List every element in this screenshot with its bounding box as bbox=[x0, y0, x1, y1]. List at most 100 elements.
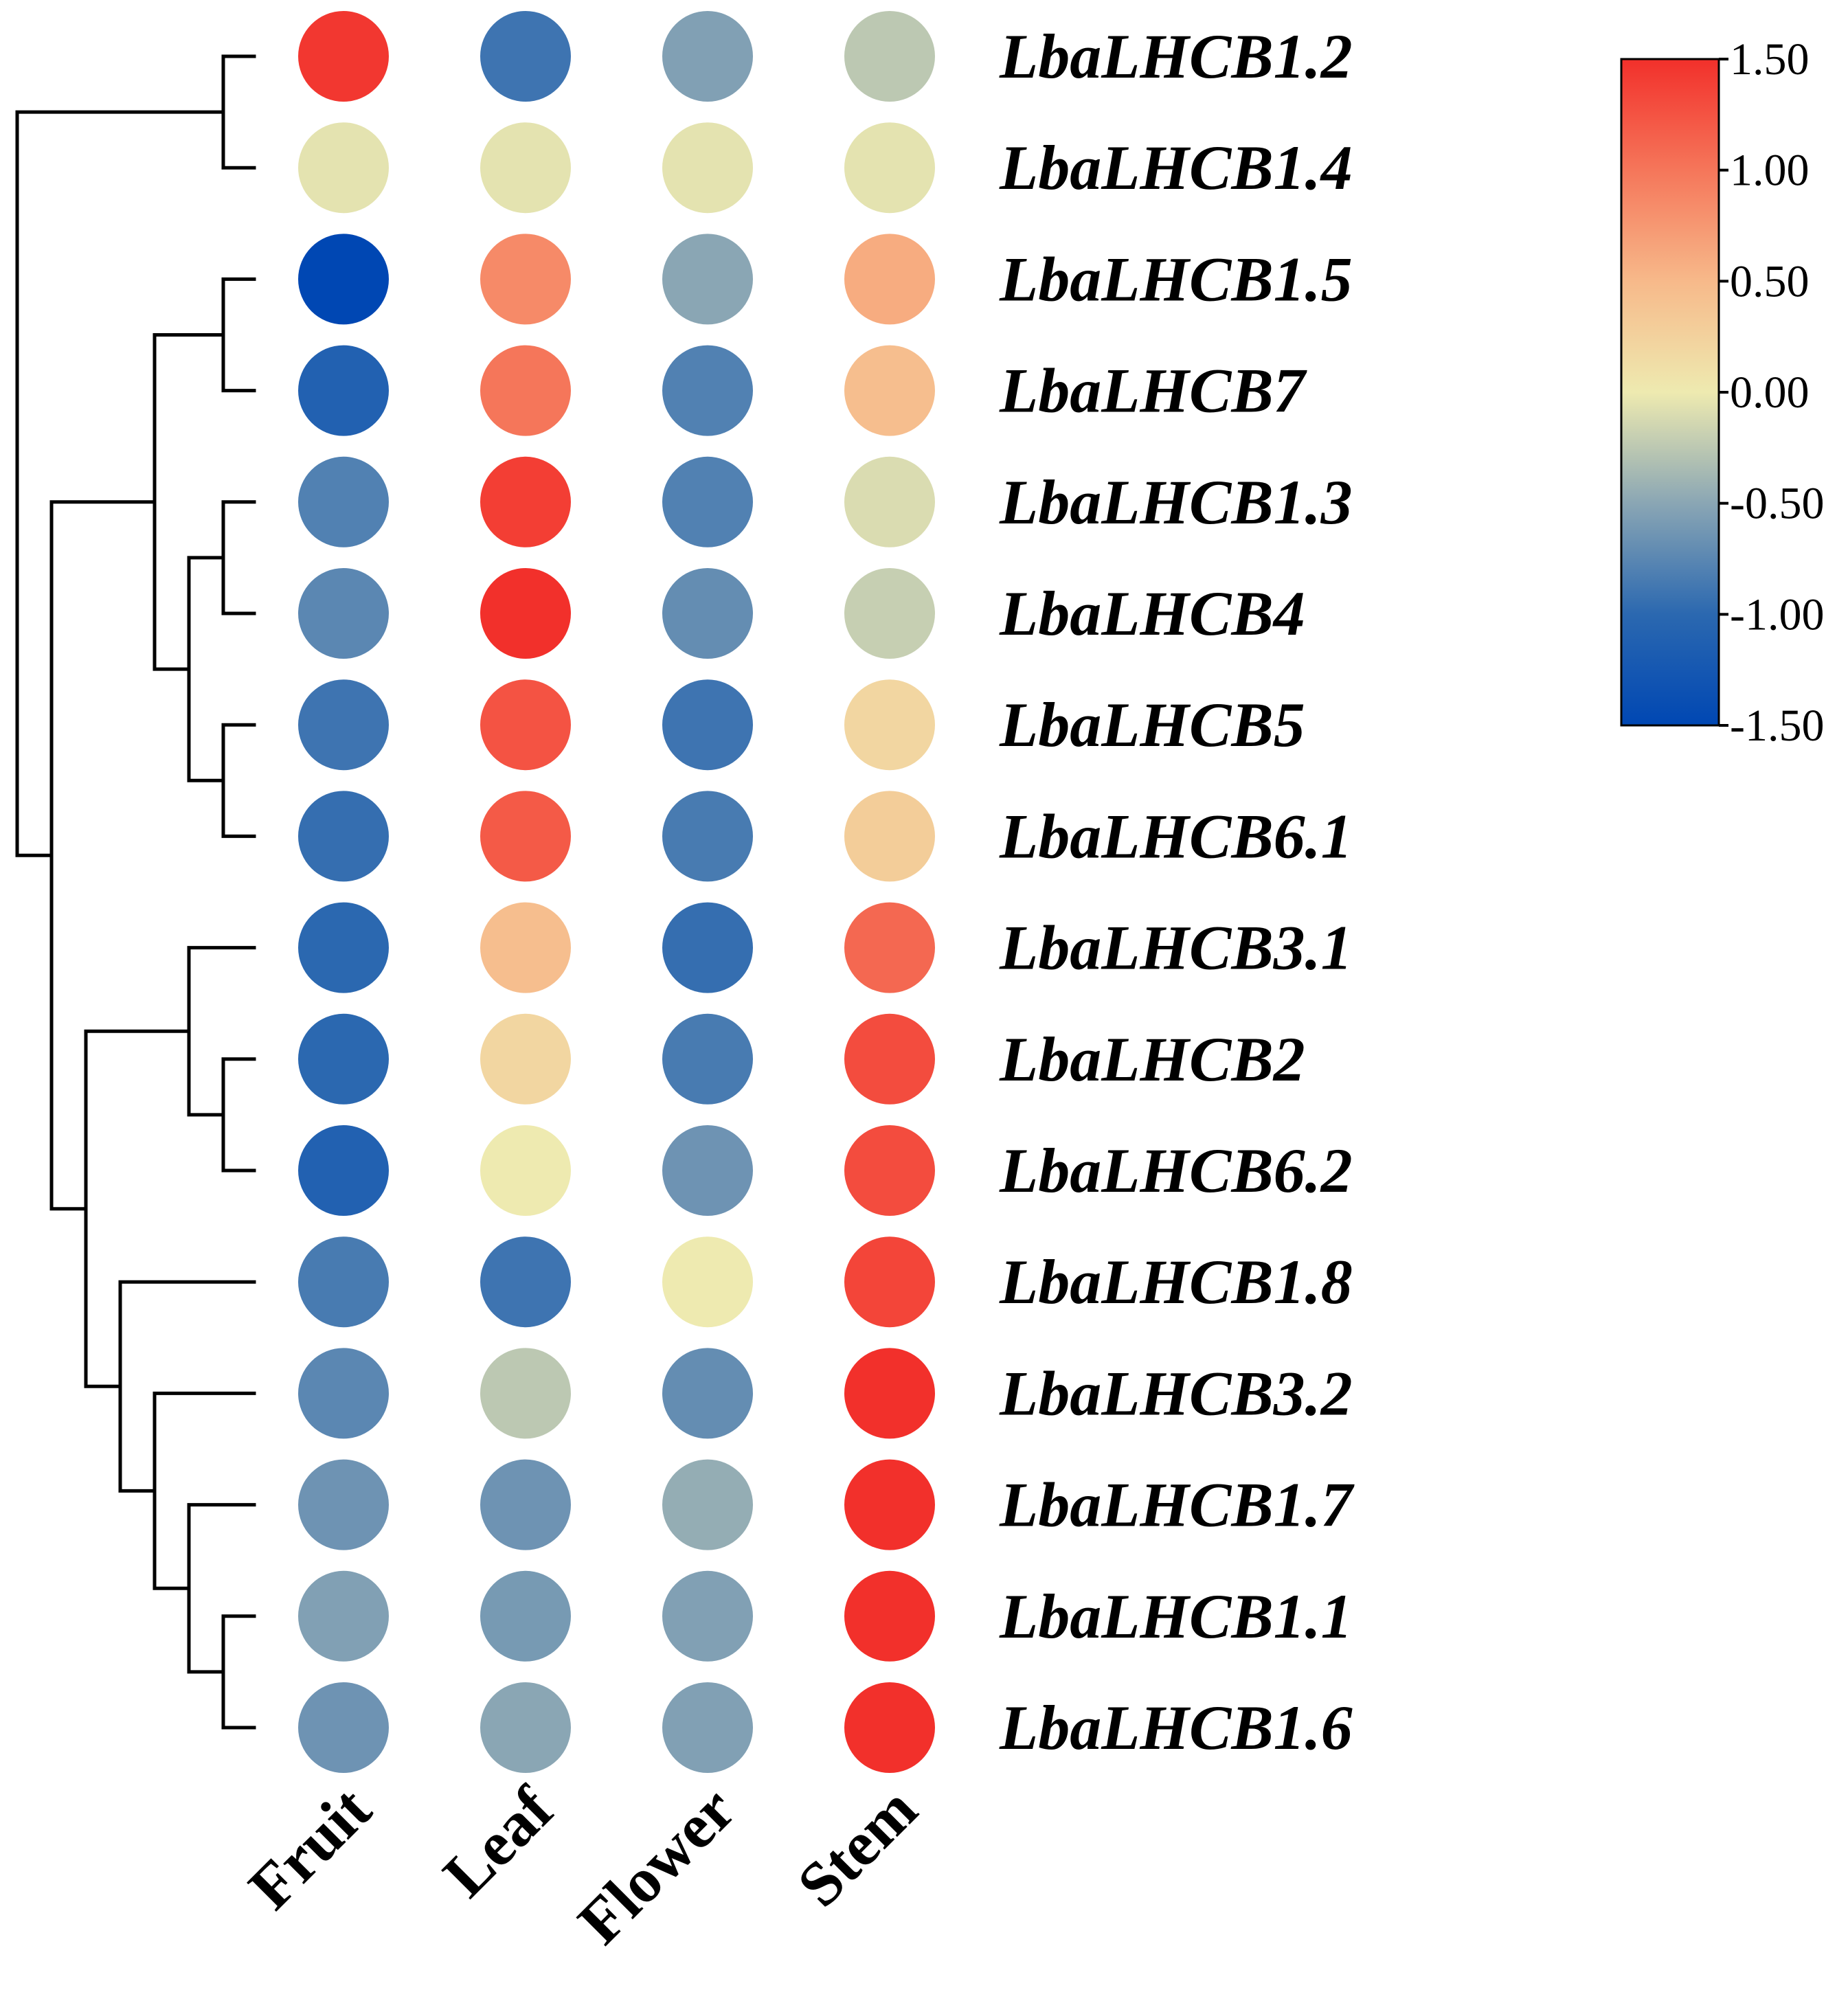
dendrogram-branch bbox=[15, 110, 225, 857]
heatmap-cell-LbaLHCB1.7-Flower bbox=[662, 1459, 753, 1550]
heatmap-cell-LbaLHCB6.2-Stem bbox=[844, 1125, 935, 1216]
heatmap-cell-LbaLHCB5-Stem bbox=[844, 679, 935, 771]
row-label: LbaLHCB1.2 bbox=[999, 21, 1353, 91]
row-label: LbaLHCB4 bbox=[999, 578, 1305, 648]
color-scale-bar bbox=[1620, 58, 1720, 727]
column-label: Leaf bbox=[430, 1773, 567, 1910]
dendrogram bbox=[15, 54, 256, 1730]
dendrogram-branch bbox=[118, 1280, 256, 1493]
heatmap-cells bbox=[298, 11, 935, 1773]
row-label: LbaLHCB5 bbox=[999, 690, 1305, 760]
heatmap-cell-LbaLHCB6.2-Flower bbox=[662, 1125, 753, 1216]
heatmap-cell-LbaLHCB2-Stem bbox=[844, 1013, 935, 1105]
heatmap-cell-LbaLHCB3.2-Stem bbox=[844, 1348, 935, 1439]
heatmap-cell-LbaLHCB2-Leaf bbox=[480, 1013, 571, 1105]
color-scale-tick-label: 1.00 bbox=[1730, 146, 1810, 196]
row-label: LbaLHCB1.8 bbox=[999, 1247, 1353, 1317]
heatmap-cell-LbaLHCB1.6-Leaf bbox=[480, 1682, 571, 1773]
heatmap-cell-LbaLHCB1.6-Stem bbox=[844, 1682, 935, 1773]
row-label: LbaLHCB1.5 bbox=[999, 244, 1353, 314]
heatmap-cell-LbaLHCB6.1-Flower bbox=[662, 791, 753, 882]
heatmap-cell-LbaLHCB1.1-Fruit bbox=[298, 1570, 389, 1662]
heatmap-cell-LbaLHCB3.1-Fruit bbox=[298, 902, 389, 993]
color-scale-tick-label: -1.00 bbox=[1730, 589, 1824, 640]
row-label: LbaLHCB1.3 bbox=[999, 467, 1353, 537]
row-label: LbaLHCB1.6 bbox=[999, 1693, 1353, 1763]
row-labels: LbaLHCB1.2LbaLHCB1.4LbaLHCB1.5LbaLHCB7Lb… bbox=[999, 21, 1355, 1763]
heatmap-cell-LbaLHCB3.2-Flower bbox=[662, 1348, 753, 1439]
heatmap-cell-LbaLHCB1.6-Fruit bbox=[298, 1682, 389, 1773]
dendrogram-branch bbox=[153, 1391, 256, 1590]
heatmap-cell-LbaLHCB1.5-Flower bbox=[662, 234, 753, 325]
heatmap-cell-LbaLHCB2-Flower bbox=[662, 1013, 753, 1105]
heatmap-cell-LbaLHCB1.8-Fruit bbox=[298, 1236, 389, 1328]
heatmap-cell-LbaLHCB1.2-Fruit bbox=[298, 11, 389, 102]
heatmap-cell-LbaLHCB6.1-Stem bbox=[844, 791, 935, 882]
column-label: Fruit bbox=[235, 1774, 384, 1923]
heatmap-cell-LbaLHCB1.5-Leaf bbox=[480, 234, 571, 325]
dendrogram-branch bbox=[49, 500, 157, 1211]
heatmap-cell-LbaLHCB1.1-Leaf bbox=[480, 1570, 571, 1662]
heatmap-cell-LbaLHCB1.1-Stem bbox=[844, 1570, 935, 1662]
row-label: LbaLHCB6.1 bbox=[999, 801, 1353, 871]
row-label: LbaLHCB7 bbox=[999, 356, 1308, 426]
heatmap-cell-LbaLHCB1.4-Fruit bbox=[298, 122, 389, 214]
heatmap-cell-LbaLHCB3.2-Leaf bbox=[480, 1348, 571, 1439]
heatmap-cell-LbaLHCB1.7-Leaf bbox=[480, 1459, 571, 1550]
heatmap-cell-LbaLHCB4-Flower bbox=[662, 568, 753, 659]
column-label: Flower bbox=[565, 1774, 748, 1957]
color-scale-tick-label: 0.50 bbox=[1730, 256, 1810, 306]
dendrogram-branch bbox=[221, 1057, 256, 1173]
column-label: Stem bbox=[784, 1774, 930, 1920]
heatmap-cell-LbaLHCB1.4-Stem bbox=[844, 122, 935, 214]
heatmap-cell-LbaLHCB1.8-Stem bbox=[844, 1236, 935, 1328]
heatmap-cell-LbaLHCB1.5-Stem bbox=[844, 234, 935, 325]
heatmap-cell-LbaLHCB5-Flower bbox=[662, 679, 753, 771]
row-label: LbaLHCB3.1 bbox=[999, 913, 1353, 983]
row-label: LbaLHCB2 bbox=[999, 1024, 1305, 1094]
heatmap-cell-LbaLHCB4-Fruit bbox=[298, 568, 389, 659]
heatmap-cell-LbaLHCB3.1-Flower bbox=[662, 902, 753, 993]
heatmap-cell-LbaLHCB1.7-Fruit bbox=[298, 1459, 389, 1550]
heatmap-cell-LbaLHCB7-Stem bbox=[844, 345, 935, 436]
heatmap-cell-LbaLHCB1.4-Leaf bbox=[480, 122, 571, 214]
heatmap-cell-LbaLHCB7-Fruit bbox=[298, 345, 389, 436]
dendrogram-branch bbox=[84, 1029, 191, 1388]
row-label: LbaLHCB1.4 bbox=[999, 133, 1353, 203]
heatmap-cell-LbaLHCB1.4-Flower bbox=[662, 122, 753, 214]
heatmap-cell-LbaLHCB7-Flower bbox=[662, 345, 753, 436]
heatmap-cell-LbaLHCB3.1-Stem bbox=[844, 902, 935, 993]
color-scale-tick-label: 1.50 bbox=[1730, 34, 1810, 84]
row-label: LbaLHCB1.1 bbox=[999, 1581, 1353, 1651]
dendrogram-branch bbox=[187, 556, 225, 782]
heatmap-cell-LbaLHCB1.7-Stem bbox=[844, 1459, 935, 1550]
dendrogram-branch bbox=[221, 723, 256, 838]
heatmap-cell-LbaLHCB1.3-Stem bbox=[844, 456, 935, 547]
heatmap-cell-LbaLHCB1.5-Fruit bbox=[298, 234, 389, 325]
heatmap-cell-LbaLHCB1.1-Flower bbox=[662, 1570, 753, 1662]
heatmap-cell-LbaLHCB1.2-Leaf bbox=[480, 11, 571, 102]
heatmap-cell-LbaLHCB1.2-Stem bbox=[844, 11, 935, 102]
heatmap-cell-LbaLHCB1.3-Flower bbox=[662, 456, 753, 547]
heatmap-cell-LbaLHCB4-Stem bbox=[844, 568, 935, 659]
heatmap-cell-LbaLHCB6.2-Leaf bbox=[480, 1125, 571, 1216]
color-scale-legend: 1.50 1.00 0.50 0.00 -0.50 -1.00 -1.50 bbox=[1620, 34, 1824, 751]
heatmap-cell-LbaLHCB1.8-Flower bbox=[662, 1236, 753, 1328]
color-scale-tick-label: -1.50 bbox=[1730, 701, 1824, 751]
heatmap-cell-LbaLHCB5-Fruit bbox=[298, 679, 389, 771]
row-label: LbaLHCB1.7 bbox=[999, 1470, 1355, 1540]
heatmap-cell-LbaLHCB1.3-Leaf bbox=[480, 456, 571, 547]
heatmap-cell-LbaLHCB3.1-Leaf bbox=[480, 902, 571, 993]
heatmap-cell-LbaLHCB6.1-Fruit bbox=[298, 791, 389, 882]
dendrogram-branch bbox=[221, 1614, 256, 1730]
heatmap-cell-LbaLHCB1.2-Flower bbox=[662, 11, 753, 102]
heatmap-cell-LbaLHCB6.1-Leaf bbox=[480, 791, 571, 882]
color-scale-tick-label: 0.00 bbox=[1730, 368, 1810, 418]
heatmap-cell-LbaLHCB1.8-Leaf bbox=[480, 1236, 571, 1328]
dendrogram-branch bbox=[221, 500, 256, 615]
heatmap-cell-LbaLHCB1.6-Flower bbox=[662, 1682, 753, 1773]
color-scale-tick-label: -0.50 bbox=[1730, 479, 1824, 529]
heatmap-cell-LbaLHCB7-Leaf bbox=[480, 345, 571, 436]
